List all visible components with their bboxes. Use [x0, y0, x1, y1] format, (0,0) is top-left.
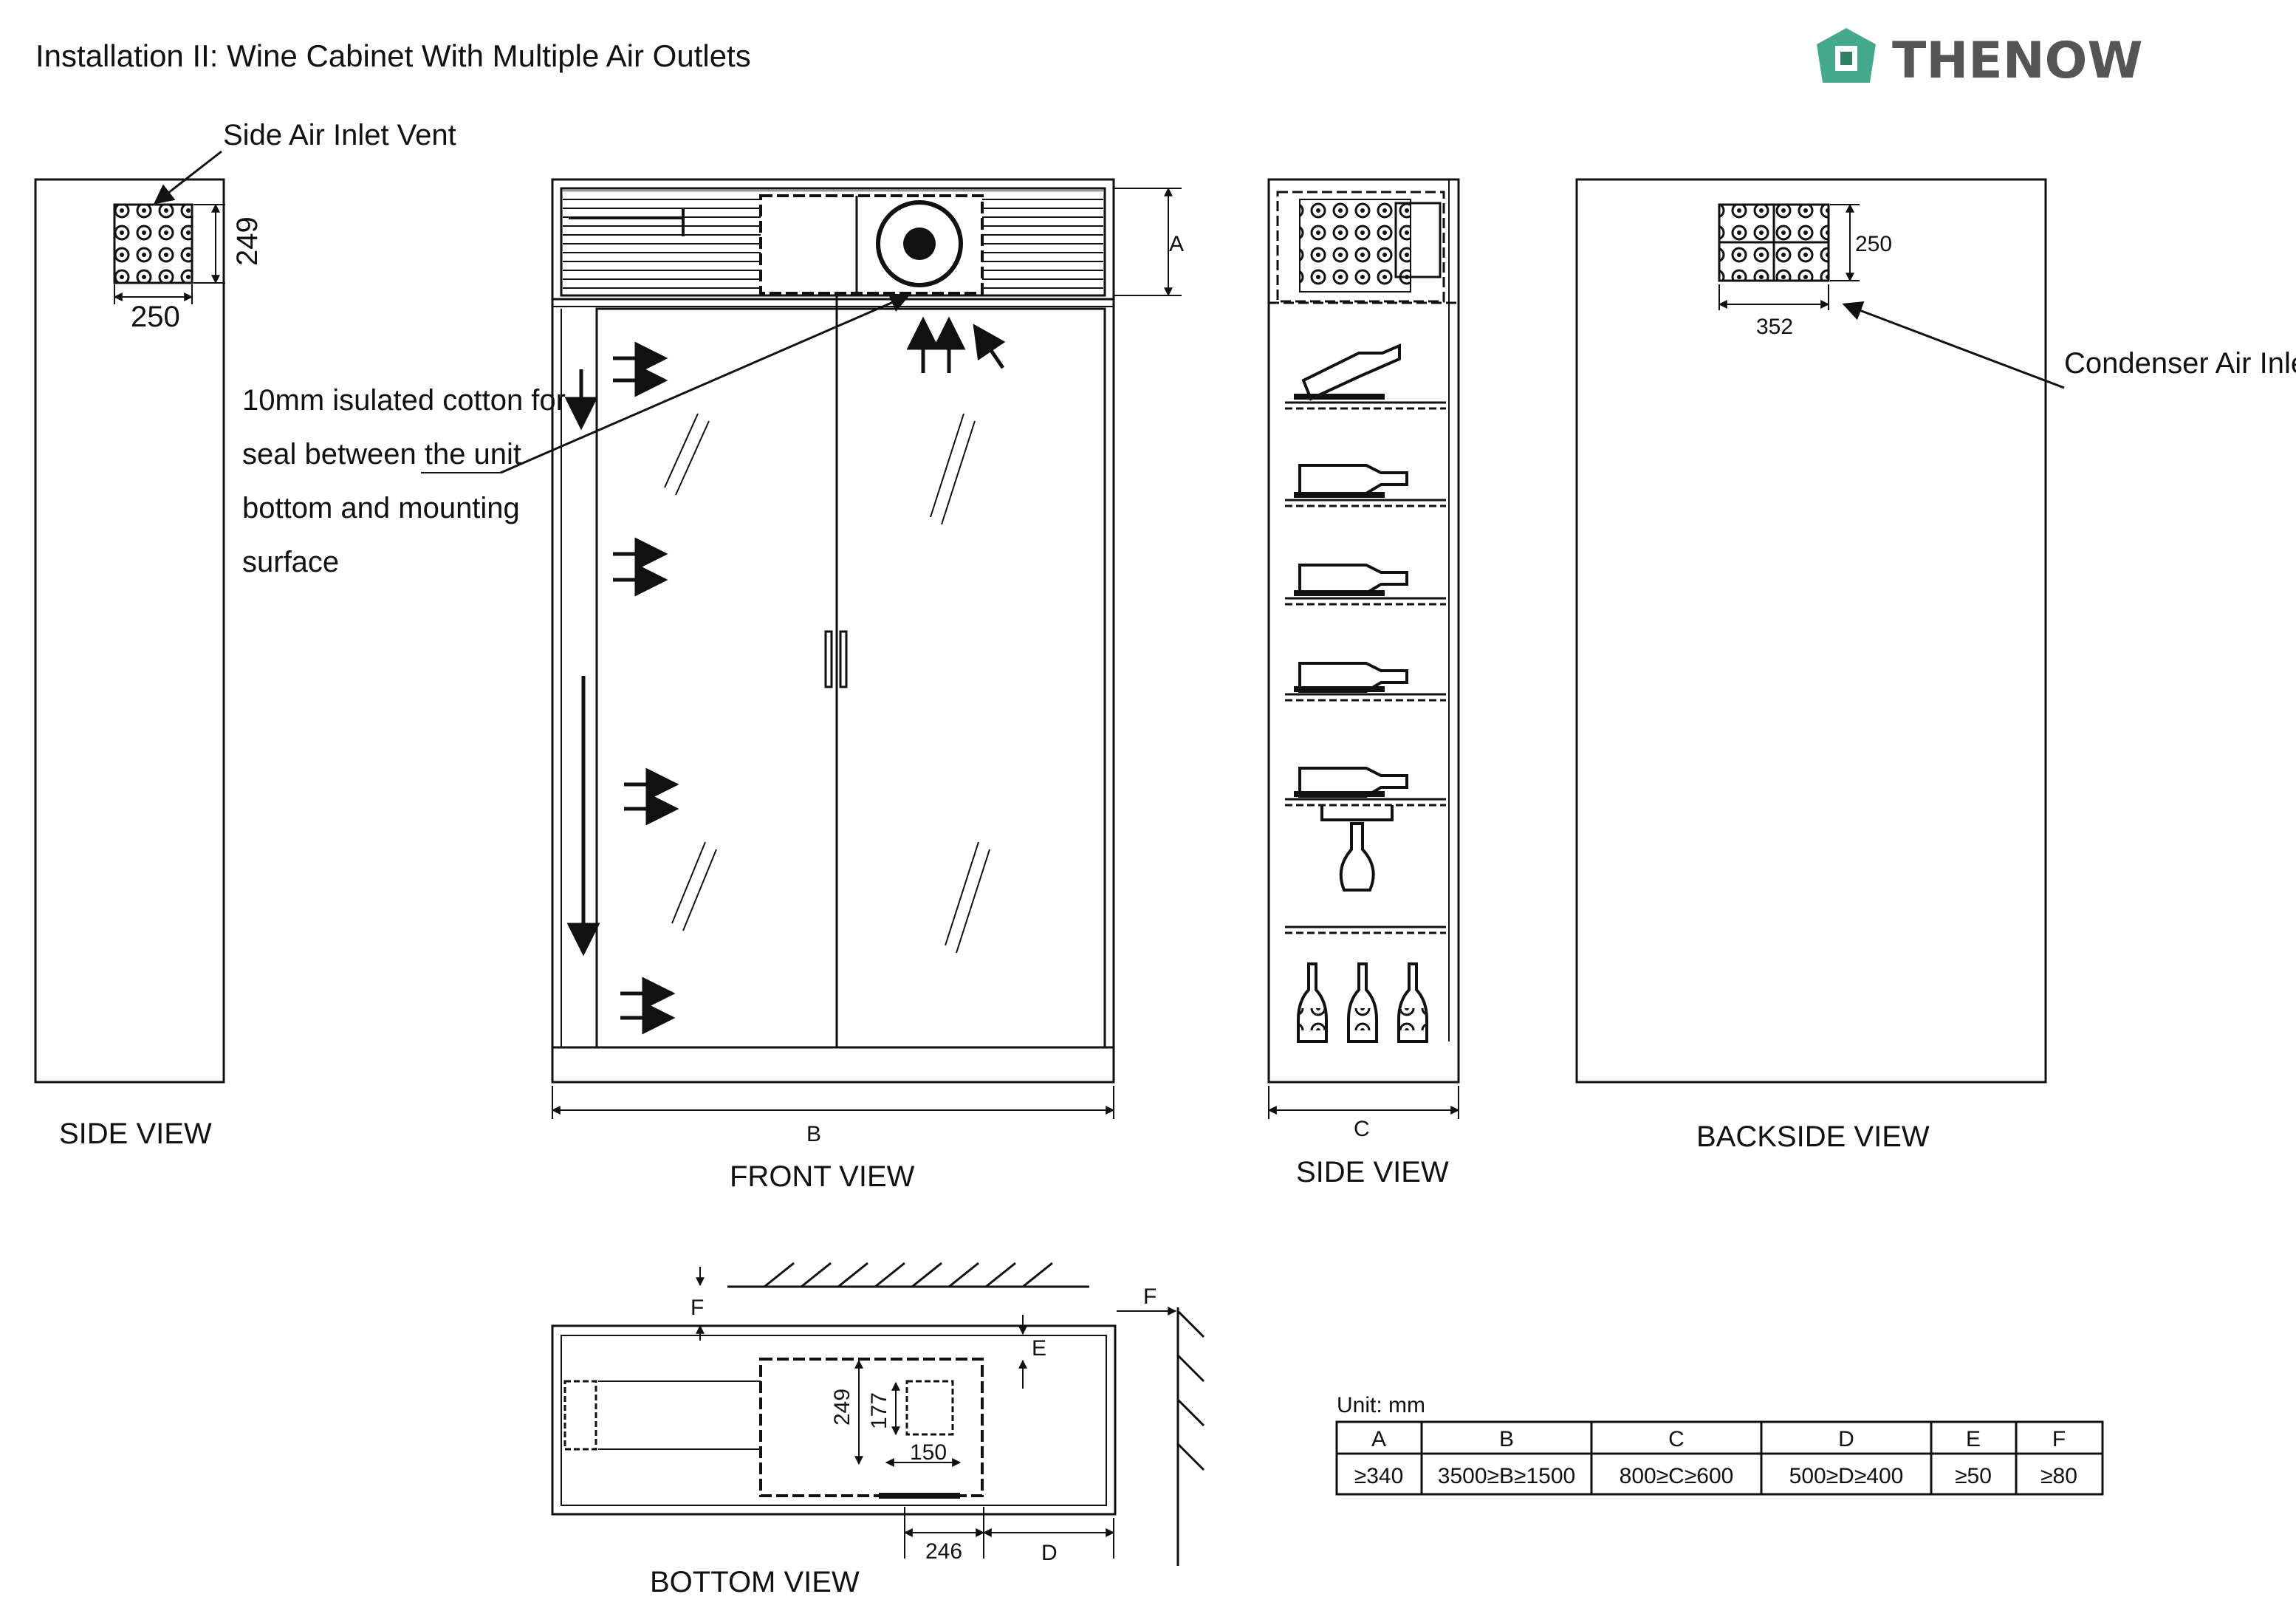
- side-view-right-caption: SIDE VIEW: [1296, 1156, 1449, 1188]
- spec-table-unit: Unit: mm: [1337, 1393, 1425, 1417]
- side-view-right: C SIDE VIEW: [1267, 178, 1460, 1188]
- side-vent-width-label: 250: [131, 301, 180, 333]
- condenser-air-inlet-label: Condenser Air Inlet: [2064, 347, 2296, 380]
- insulation-note-line-4: surface: [242, 546, 339, 578]
- brand-logo: THENOW: [1817, 28, 2142, 90]
- side-vent-height-label: 249: [231, 216, 264, 266]
- dimension-b-label: B: [806, 1122, 821, 1146]
- insulation-note-line-3: bottom and mounting: [242, 492, 520, 524]
- spec-value-c: 800≥C≥600: [1620, 1464, 1734, 1488]
- side-view-left: 249 250 Side Air Inlet Vent SIDE VIEW: [34, 119, 456, 1150]
- bottom-e-label: E: [1032, 1336, 1046, 1361]
- backside-view-caption: BACKSIDE VIEW: [1696, 1121, 1930, 1153]
- side-air-inlet-vent-label: Side Air Inlet Vent: [223, 119, 456, 151]
- bottom-d-label: D: [1041, 1541, 1058, 1565]
- bottom-height-177-label: 177: [867, 1392, 891, 1429]
- spec-header-e: E: [1966, 1427, 1981, 1451]
- insulation-note-line-2: seal between the unit: [242, 438, 521, 471]
- door-handle-right: [839, 630, 848, 688]
- bottom-width-246-label: 246: [925, 1539, 962, 1564]
- bottom-f-top-label: F: [690, 1296, 704, 1320]
- cooling-unit-side: [1299, 199, 1411, 292]
- spec-header-c: C: [1668, 1427, 1685, 1451]
- spec-value-d: 500≥D≥400: [1789, 1464, 1904, 1488]
- wine-shelves: [1285, 343, 1446, 1043]
- side-air-inlet-vent: [113, 203, 193, 284]
- spec-header-f: F: [2052, 1427, 2066, 1451]
- front-view: A B 10mm isulated cotton for seal betwee…: [242, 178, 1184, 1193]
- spec-value-a: ≥340: [1354, 1464, 1404, 1488]
- condenser-vent-width-label: 352: [1756, 315, 1793, 339]
- spec-value-b: 3500≥B≥1500: [1438, 1464, 1575, 1488]
- dimension-c-label: C: [1354, 1117, 1370, 1141]
- condenser-vent-height-label: 250: [1855, 232, 1892, 256]
- bottom-height-249-label: 249: [830, 1389, 854, 1426]
- spec-header-d: D: [1838, 1427, 1854, 1451]
- bottom-view-caption: BOTTOM VIEW: [650, 1566, 860, 1598]
- brand-name: THENOW: [1892, 32, 2142, 90]
- airflow-arrows: [564, 316, 1006, 1035]
- spec-value-f: ≥80: [2040, 1464, 2077, 1488]
- door-handle-left: [824, 630, 833, 688]
- insulation-note-line-1: 10mm isulated cotton for: [242, 384, 566, 417]
- spec-table: Unit: mm A B C D E F ≥340 3500≥B≥1500 80…: [1335, 1393, 2104, 1496]
- side-view-left-caption: SIDE VIEW: [59, 1118, 212, 1150]
- page-title: Installation II: Wine Cabinet With Multi…: [35, 38, 751, 73]
- glass-reflection-marks: [664, 413, 990, 954]
- bottom-f-right-label: F: [1143, 1284, 1156, 1309]
- brand-logo-icon: [1817, 28, 1876, 83]
- spec-value-e: ≥50: [1955, 1464, 1992, 1488]
- spec-header-b: B: [1499, 1427, 1514, 1451]
- spec-header-a: A: [1371, 1427, 1386, 1451]
- bottom-view: F F E 249 177 150 246 D BOTTOM VIE: [551, 1262, 1205, 1598]
- backside-view: 250 352 Condenser Air Inlet BACKSIDE VIE…: [1575, 178, 2296, 1153]
- front-view-caption: FRONT VIEW: [730, 1160, 915, 1193]
- dimension-a-label: A: [1169, 232, 1184, 256]
- bottom-width-150-label: 150: [910, 1440, 947, 1465]
